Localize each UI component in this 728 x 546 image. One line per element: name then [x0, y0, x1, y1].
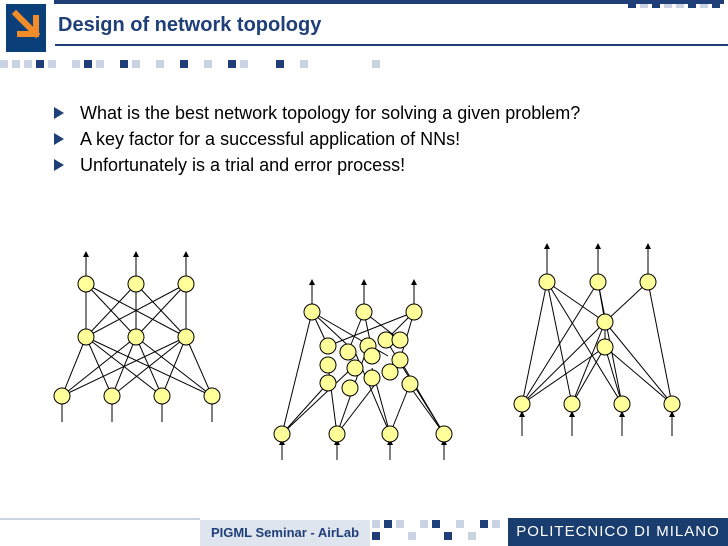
hidden-node [319, 356, 337, 374]
title-underline [55, 44, 728, 46]
output-node [405, 303, 423, 321]
hidden-node [341, 379, 359, 397]
input-node [381, 425, 399, 443]
hidden-node [346, 359, 364, 377]
footer-institution-label: POLITECNICO DI MILANO [508, 518, 728, 546]
hidden-node [177, 328, 195, 346]
hidden-node [596, 313, 614, 331]
footer-seminar-label: PIGML Seminar - AirLab [200, 520, 370, 546]
output-node [77, 275, 95, 293]
input-node [53, 387, 71, 405]
input-node [328, 425, 346, 443]
hidden-node [363, 347, 381, 365]
bullet-list: What is the best network topology for so… [52, 102, 690, 180]
slide-title: Design of network topology [58, 14, 322, 36]
bullet-arrow-icon [54, 107, 64, 119]
output-node [127, 275, 145, 293]
bullet-arrow-icon [54, 133, 64, 145]
output-node [177, 275, 195, 293]
output-node [303, 303, 321, 321]
input-node [153, 387, 171, 405]
output-node [538, 273, 556, 291]
input-node [663, 395, 681, 413]
bullet-item: Unfortunately is a trial and error proce… [52, 154, 690, 176]
network-1 [59, 251, 215, 422]
hidden-node [77, 328, 95, 346]
input-node [203, 387, 221, 405]
input-node [563, 395, 581, 413]
hidden-node [319, 337, 337, 355]
output-node [639, 273, 657, 291]
input-node [613, 395, 631, 413]
output-node [355, 303, 373, 321]
input-node [513, 395, 531, 413]
hidden-node [127, 328, 145, 346]
hidden-node [391, 351, 409, 369]
bullet-item: What is the best network topology for so… [52, 102, 690, 124]
header-decoration [0, 0, 724, 68]
input-node [273, 425, 291, 443]
hidden-node [381, 363, 399, 381]
input-node [435, 425, 453, 443]
politecnico-logo [6, 4, 46, 52]
hidden-node [319, 374, 337, 392]
hidden-node [339, 343, 357, 361]
footer-decoration [0, 518, 500, 540]
input-node [103, 387, 121, 405]
hidden-node [363, 369, 381, 387]
bullet-item: A key factor for a successful applicatio… [52, 128, 690, 150]
bullet-arrow-icon [54, 159, 64, 171]
hidden-node [401, 375, 419, 393]
output-node [589, 273, 607, 291]
network-3 [519, 243, 675, 436]
hidden-node [596, 338, 614, 356]
hidden-node [391, 331, 409, 349]
